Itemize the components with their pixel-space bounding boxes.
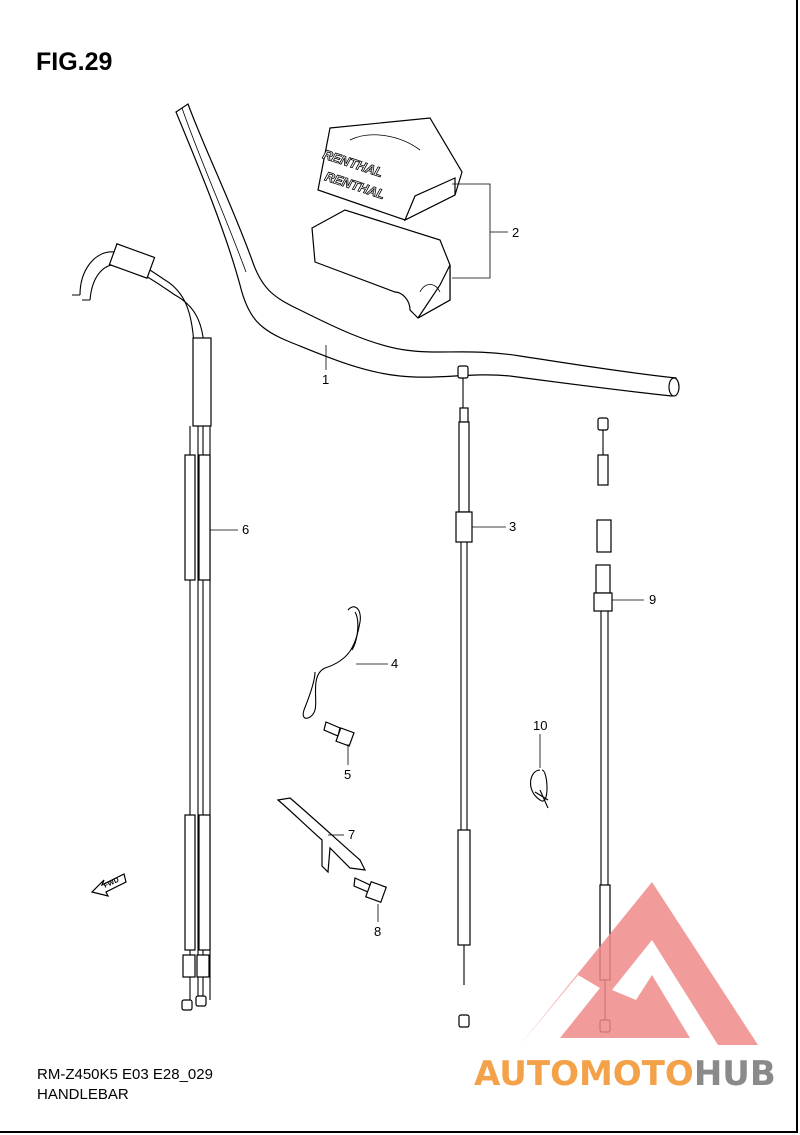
watermark-text-b: HUB [694, 1054, 776, 1094]
watermark-text: AUTOMOTOHUB [474, 1054, 776, 1094]
clutch-cable [455, 365, 473, 1028]
handlebar-pad: RENTHAL RENTHAL [311, 117, 463, 319]
callout-8: 8 [374, 924, 381, 939]
fwd-arrow-icon: FWD [90, 873, 127, 897]
section-name: HANDLEBAR [37, 1086, 129, 1103]
callout-4: 4 [391, 656, 398, 671]
callout-3: 3 [509, 519, 516, 534]
callout-7: 7 [348, 827, 355, 842]
cable-clip [530, 769, 549, 809]
throttle-cable-assembly [72, 243, 212, 1011]
figure-title: FIG.29 [36, 48, 113, 76]
bolt-5 [323, 721, 355, 747]
callout-1: 1 [322, 372, 329, 387]
cable-clamp [302, 606, 361, 719]
callout-5: 5 [344, 767, 351, 782]
callout-10: 10 [533, 718, 547, 733]
callout-9: 9 [649, 592, 656, 607]
watermark-logo [520, 882, 758, 1045]
cable-guide [276, 797, 367, 874]
model-code: RM-Z450K5 E03 E28_029 [37, 1066, 213, 1083]
hot-start-cable [593, 417, 613, 1033]
callout-6: 6 [242, 522, 249, 537]
bolt-8 [353, 877, 388, 904]
watermark-text-a: AUTOMOTO [474, 1054, 694, 1094]
callout-2: 2 [512, 225, 519, 240]
callout-numbers: 1 2 3 4 5 6 7 8 9 10 [242, 225, 656, 939]
leader-lines [210, 183, 644, 922]
handlebar [175, 103, 680, 397]
